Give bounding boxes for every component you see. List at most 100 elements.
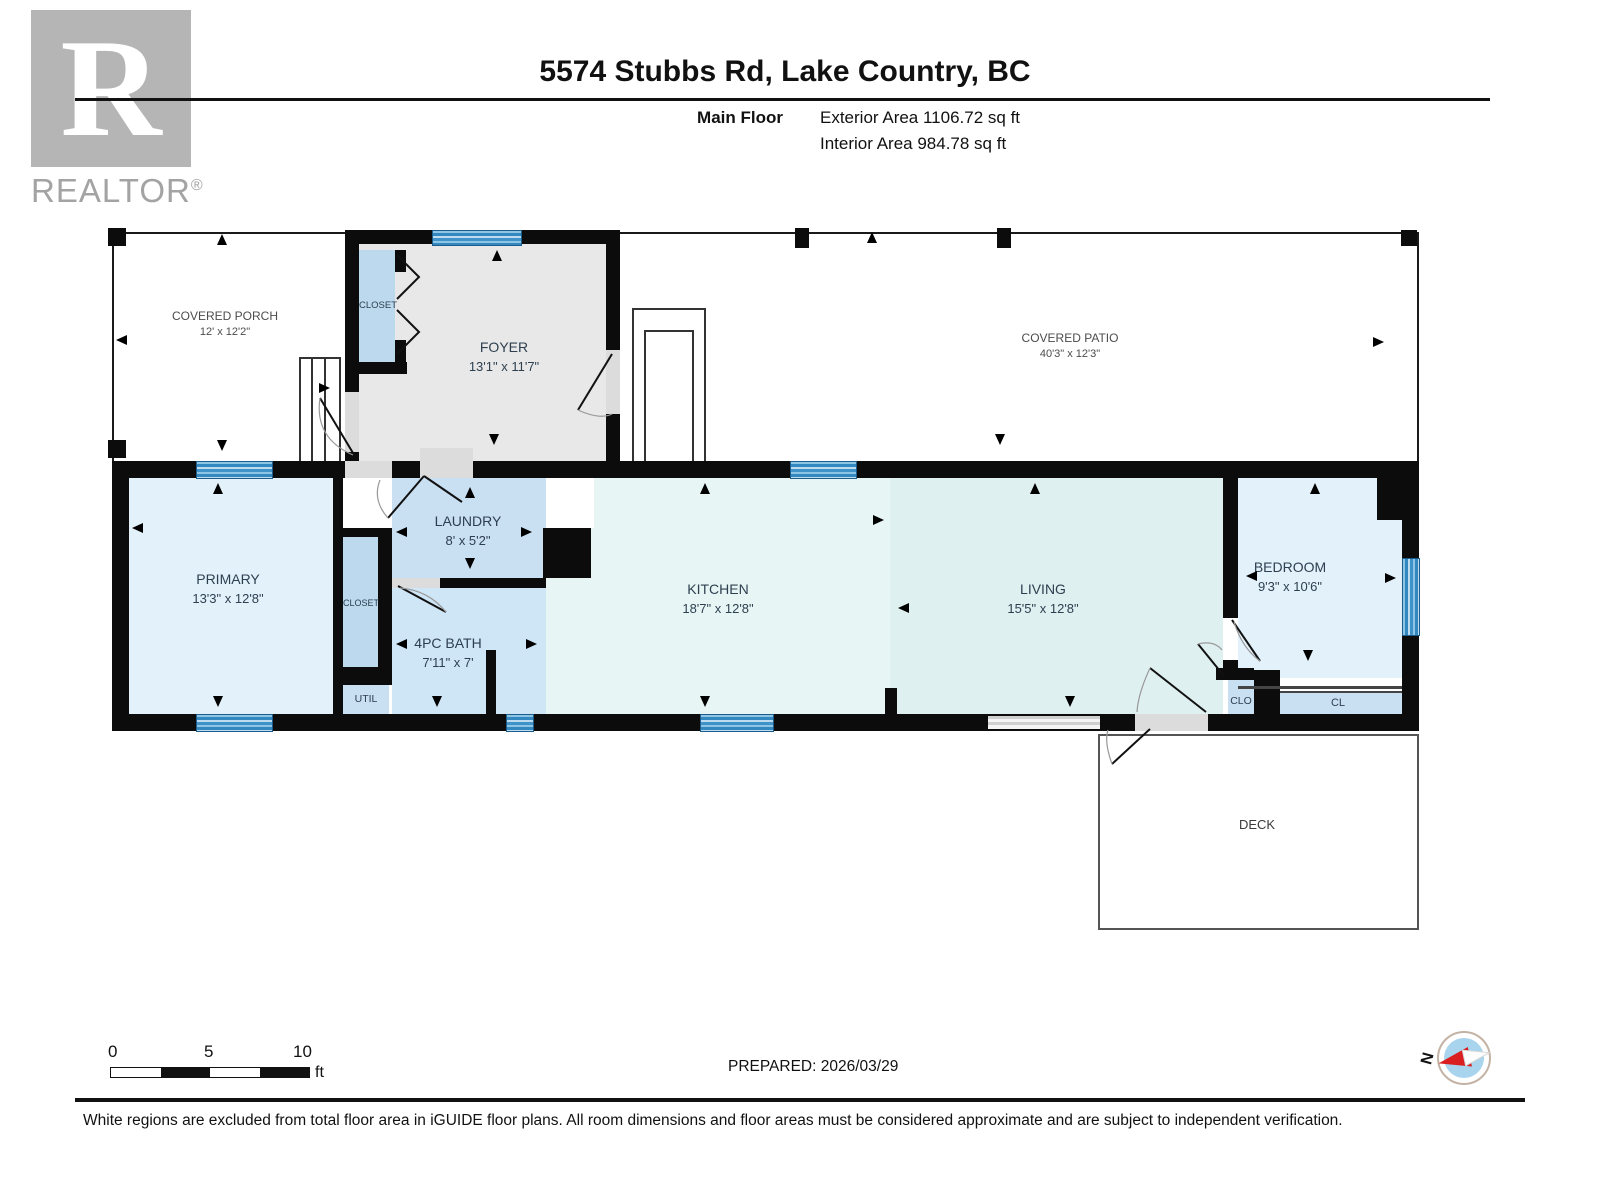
util-area [343,685,389,714]
room-primary: PRIMARY 13'3" x 12'8" [192,571,264,606]
dimension-arrow [465,558,475,569]
living-area [890,478,1223,714]
dimension-arrow [867,232,877,243]
excluded-area [546,478,594,528]
bath-area [392,588,546,714]
realtor-logo-r: R [60,10,162,166]
foyer-closet-wall [359,362,407,374]
scale-segment [259,1068,309,1077]
room-bath: 4PC BATH 7'11" x 7' [414,635,482,670]
porch-post [108,440,126,458]
interior-area: Interior Area 984.78 sq ft [820,134,1007,153]
patio-post [997,228,1011,248]
scale-tick-5: 5 [204,1042,214,1061]
room-deck: DECK [1238,817,1276,832]
dimension-arrow [489,434,499,445]
bedroom-wall [1223,478,1238,618]
door-opening [392,578,440,588]
header-divider [75,98,1490,101]
window [196,461,273,479]
dimension-arrow [700,483,710,494]
room-laundry: LAUNDRY 8' x 5'2" [434,513,502,548]
compass: N [1418,1031,1492,1085]
floor-plan: COVERED PORCH 12' x 12'2" CLOSET FOYER 1… [108,228,1420,930]
room-cl: CL [1330,697,1346,709]
door-symbols [318,397,1261,765]
patio-steps [644,330,694,463]
room-clo: CLO [1230,695,1252,707]
registered-mark: ® [190,177,204,194]
footer-divider [75,1098,1525,1102]
bath-stub-wall [486,650,496,714]
room-foyer: FOYER 13'1" x 11'7" [468,339,540,374]
dimension-arrow [700,696,710,707]
realtor-logo: R [31,10,191,167]
dimension-arrow [526,639,537,649]
door-opening [1135,714,1208,731]
dimension-arrow [132,523,143,533]
dimension-arrow [492,250,502,261]
bedroom-bottom-line [1238,686,1402,689]
exterior-wall [112,461,129,731]
room-kitchen: KITCHEN 18'7" x 12'8" [682,581,754,616]
bath-wall [440,578,546,588]
dimension-arrow [1030,483,1040,494]
scale-segment [160,1068,210,1077]
cl-area [1280,691,1402,716]
realtor-logo-text: REALTOR® [31,172,204,209]
room-covered-patio: COVERED PATIO 40'3" x 12'3" [1021,331,1119,360]
exterior-area: Exterior Area 1106.72 sq ft [820,108,1021,127]
room-living: LIVING 15'5" x 12'8" [1007,581,1079,616]
primary-area [129,478,335,714]
scale-tick-10: 10 [293,1042,312,1061]
patio-post [795,228,809,248]
compass-needle [1438,1046,1492,1067]
window [700,714,774,732]
page-title: 5574 Stubbs Rd, Lake Country, BC [539,55,1031,88]
dimension-arrow [1246,571,1257,581]
chimney-block [543,528,591,578]
scale-segment [210,1068,260,1077]
room-covered-porch: COVERED PORCH 12' x 12'2" [171,309,279,338]
dimension-arrow [213,483,223,494]
door-opening [345,461,392,478]
porch-post [108,228,126,246]
clo-wall [1216,668,1254,680]
dimension-arrow [898,603,909,613]
dimension-arrow [873,515,884,525]
door-opening [606,350,620,414]
living-stub-wall [885,688,897,714]
dimension-arrow [217,234,227,245]
foyer-closet-area [359,250,395,362]
dimension-arrow [319,383,330,393]
scale-bar: 0 5 10 ft [100,1042,360,1087]
dimension-arrow [465,487,475,498]
dimension-arrow [521,527,532,537]
dimension-arrow [995,434,1005,445]
dimension-arrow [116,335,127,345]
kitchen-area [546,478,890,714]
window [432,230,522,246]
covered-patio-area [620,232,1419,463]
window [506,714,534,732]
dimension-arrow [396,639,407,649]
room-foyer-closet: CLOSET [358,300,398,311]
dimension-arrow [1385,573,1396,583]
door-opening [345,392,359,452]
floor-label: Main Floor [697,108,783,127]
bedroom-notch-wall [1377,478,1402,520]
dimension-arrow [1303,650,1313,661]
dimension-arrow [1373,337,1384,347]
dimension-arrow [432,696,442,707]
scale-unit: ft [315,1064,324,1081]
primary-closet-area [343,537,378,667]
footer-disclaimer: White regions are excluded from total fl… [83,1112,1343,1129]
window [790,461,857,479]
util-wall [336,676,392,685]
scale-tick-0: 0 [108,1042,118,1061]
bedroom-area [1238,478,1402,678]
scale-segment [111,1068,161,1077]
door-opening [420,448,473,478]
clo-area [1228,678,1254,714]
